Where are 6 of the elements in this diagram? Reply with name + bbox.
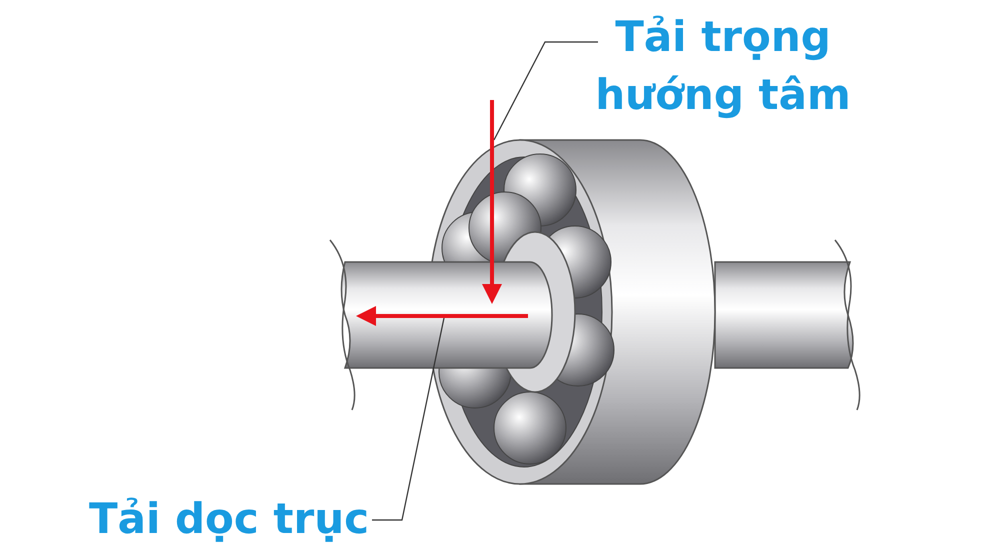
force-arrow	[482, 100, 502, 304]
callout-label: Tải dọc trục	[88, 493, 370, 545]
callout-label: Tải trọng hướng tâm	[594, 11, 852, 121]
leader-line	[493, 41, 598, 140]
force-arrow	[356, 306, 528, 326]
leader-line	[372, 318, 445, 521]
